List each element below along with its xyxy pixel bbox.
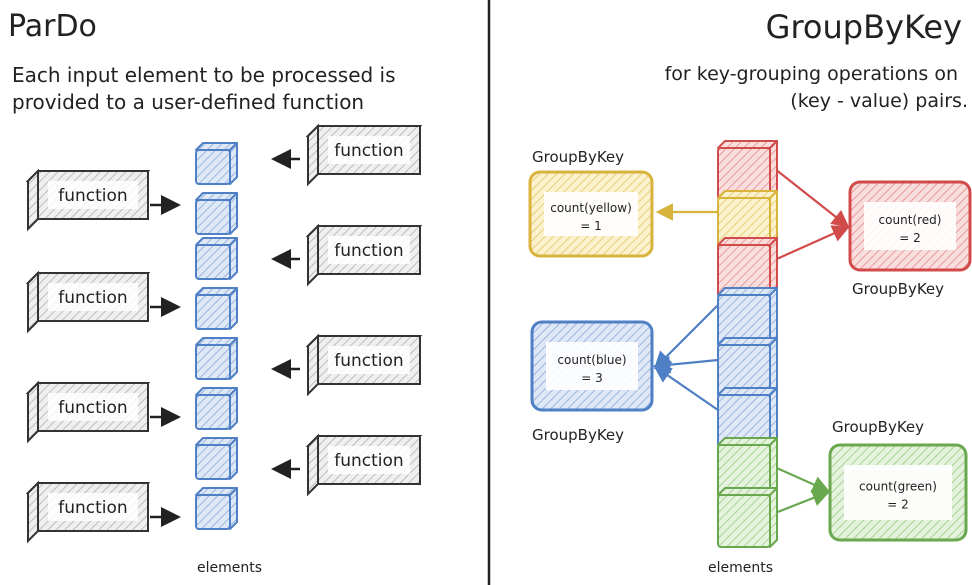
function-label: function — [334, 451, 403, 471]
group-count-yellow: count(yellow) — [550, 201, 632, 215]
group-box-red: count(red) = 2 GroupByKey — [848, 180, 972, 298]
group-value-blue: = 3 — [581, 371, 603, 385]
pardo-element-8 — [195, 487, 238, 530]
pardo-element-1 — [195, 142, 238, 185]
group-label-red: GroupByKey — [852, 280, 944, 298]
pardo-element-3 — [195, 237, 238, 280]
group-box-yellow: count(yellow) = 1 GroupByKey — [528, 148, 654, 258]
pardo-function-left-2: function — [25, 270, 151, 334]
groupbykey-subtitle-line-1: for key-grouping operations on — [665, 63, 958, 85]
pardo-element-7 — [195, 437, 238, 480]
function-label: function — [58, 398, 127, 418]
pardo-elements-column — [195, 142, 238, 530]
function-label: function — [334, 241, 403, 261]
groupbykey-elements-label: elements — [708, 560, 773, 576]
group-label-yellow: GroupByKey — [532, 148, 624, 166]
pardo-function-right-2: function — [305, 223, 423, 287]
arrow-green-2 — [769, 489, 831, 517]
pardo-element-4 — [195, 287, 238, 330]
pardo-functions: function function function function function… — [25, 123, 423, 544]
pardo-element-6 — [195, 387, 238, 430]
groupbykey-elements-column — [717, 140, 778, 548]
group-value-red: = 2 — [899, 231, 921, 245]
pardo-element-5 — [195, 337, 238, 380]
arrow-red-2 — [769, 225, 851, 264]
groupbykey-element-8-green — [717, 487, 778, 548]
pardo-subtitle-line-2: provided to a user-defined function — [12, 90, 364, 114]
function-label: function — [334, 351, 403, 371]
groupbykey-element-6-blue — [717, 387, 778, 448]
groupbykey-title: GroupByKey — [766, 8, 962, 46]
arrow-blue-1 — [653, 304, 719, 370]
function-label: function — [58, 498, 127, 518]
pardo-title: ParDo — [8, 9, 97, 44]
group-box-blue: count(blue) = 3 GroupByKey — [530, 320, 654, 444]
arrow-blue-2 — [652, 355, 719, 374]
groupbykey-arrows — [652, 164, 851, 517]
group-label-blue: GroupByKey — [532, 426, 624, 444]
pardo-function-right-4: function — [305, 433, 423, 497]
group-count-green: count(green) — [859, 480, 937, 494]
group-box-green: count(green) = 2 GroupByKey — [828, 418, 968, 542]
groupbykey-subtitle-line-2: (key - value) pairs. — [790, 90, 968, 112]
groupbykey-element-5-blue — [717, 337, 778, 398]
pardo-function-left-1: function — [25, 168, 151, 232]
arrow-blue-3 — [653, 365, 719, 411]
pardo-element-2 — [195, 192, 238, 235]
pardo-subtitle-line-1: Each input element to be processed is — [12, 63, 396, 87]
pardo-function-right-1: function — [305, 123, 423, 187]
function-label: function — [58, 186, 127, 206]
arrow-red-1 — [769, 164, 850, 228]
group-value-yellow: = 1 — [580, 219, 602, 233]
groupbykey-result-boxes: count(yellow) = 1 GroupByKey count(red) = 2 G… — [528, 148, 972, 542]
group-value-green: = 2 — [887, 498, 909, 512]
pardo-function-left-4: function — [25, 480, 151, 544]
group-count-red: count(red) — [879, 213, 942, 227]
group-label-green: GroupByKey — [832, 418, 924, 436]
groupbykey-element-1-red — [717, 140, 778, 201]
pardo-function-right-3: function — [305, 333, 423, 397]
function-label: function — [334, 141, 403, 161]
group-count-blue: count(blue) — [557, 353, 626, 367]
pardo-function-left-3: function — [25, 380, 151, 444]
arrow-green-1 — [769, 463, 831, 493]
function-label: function — [58, 288, 127, 308]
pardo-elements-label: elements — [197, 560, 262, 576]
